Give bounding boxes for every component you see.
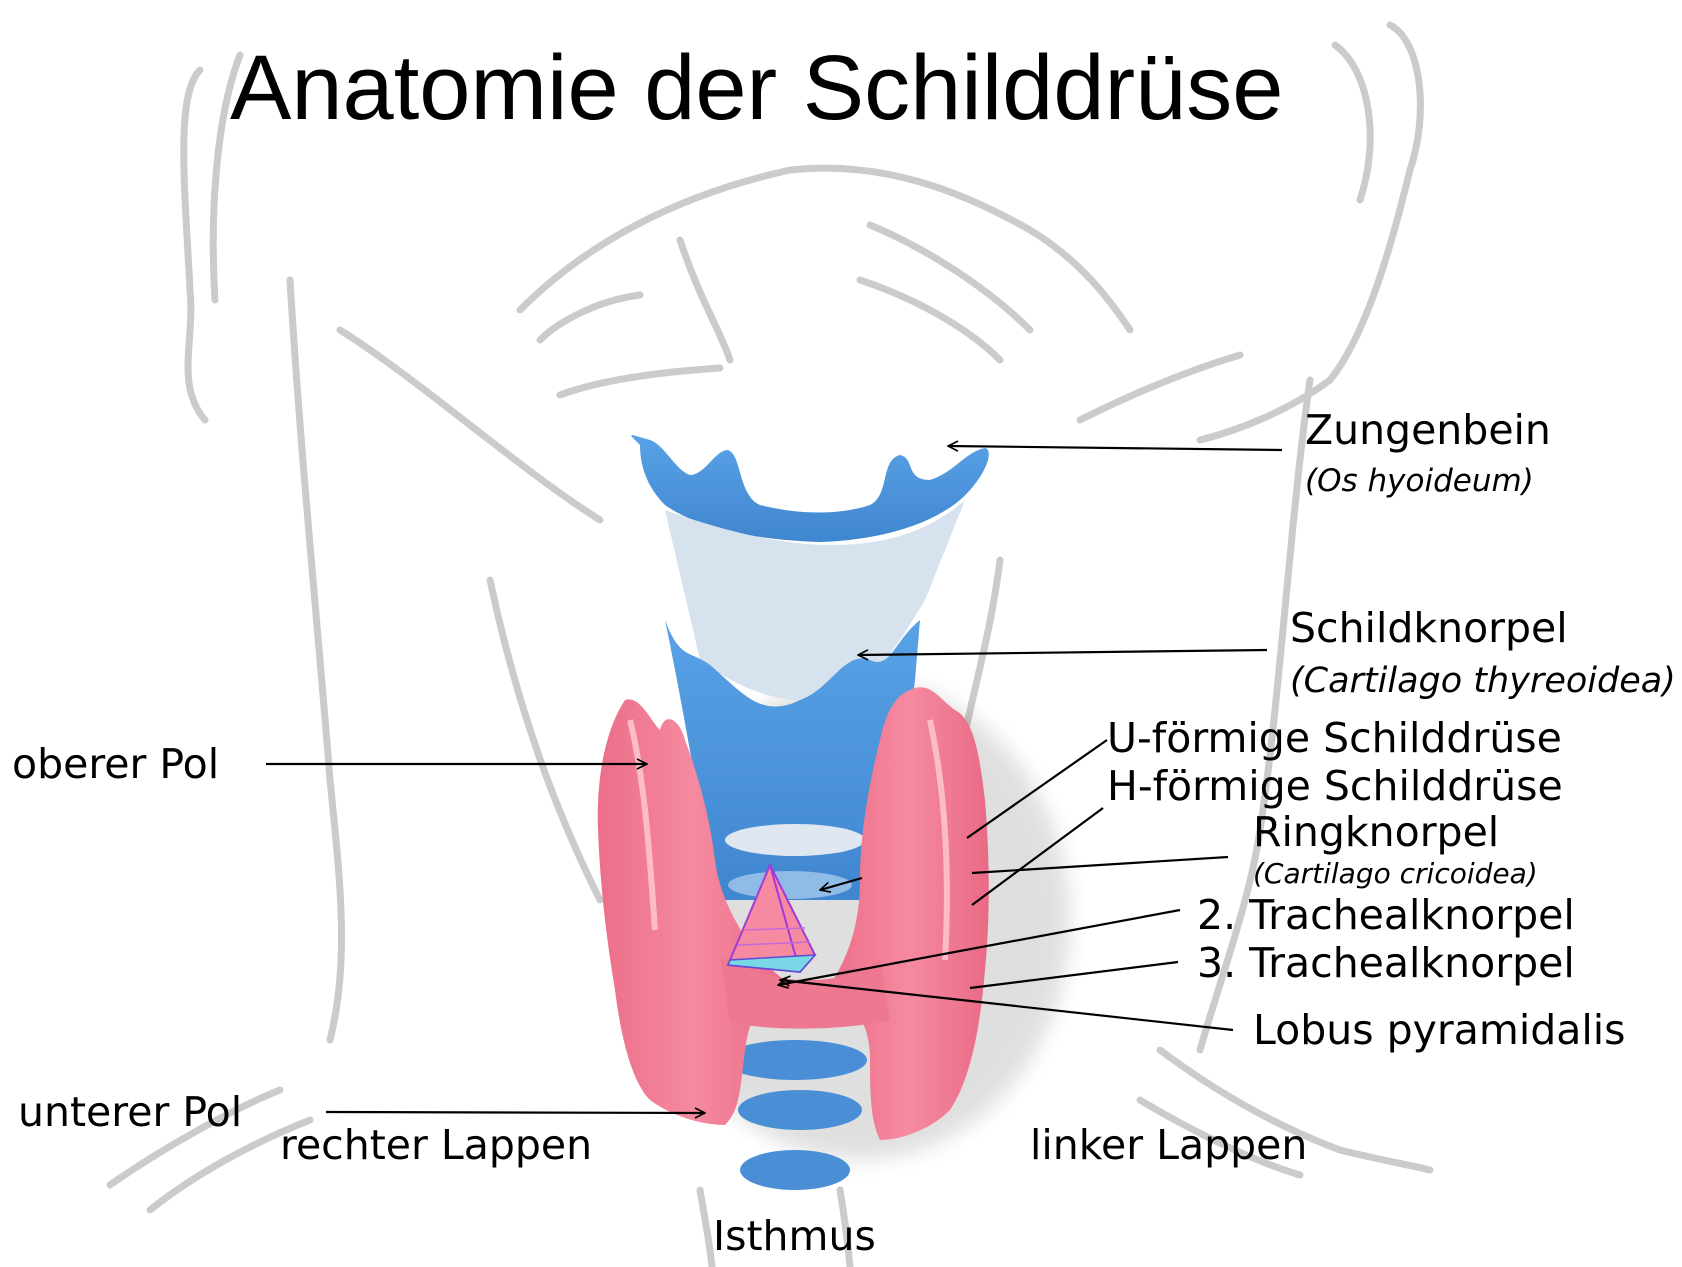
cricoid-cartilage [725, 824, 865, 856]
label-trachealknorpel-2: 2. Trachealknorpel [1197, 895, 1575, 936]
page-title: Anatomie der Schilddrüse [230, 42, 1283, 134]
label-ringknorpel: Ringknorpel [1253, 812, 1499, 853]
label-oberer-pol: oberer Pol [12, 744, 219, 785]
label-rechter-lappen: rechter Lappen [280, 1125, 592, 1166]
label-h-foermige-schilddruese: H-förmige Schilddrüse [1107, 766, 1563, 807]
label-schildknorpel-latin: (Cartilago thyreoidea) [1290, 664, 1676, 699]
label-ringknorpel-latin: (Cartilago cricoidea) [1253, 860, 1538, 888]
label-isthmus: Isthmus [713, 1216, 876, 1257]
arrow-unterer-pol [326, 1112, 705, 1113]
label-zungenbein-latin: (Os hyoideum) [1305, 466, 1534, 497]
arrow-zungenbein [948, 446, 1282, 450]
label-zungenbein: Zungenbein [1305, 410, 1551, 451]
label-u-foermige-schilddruese: U-förmige Schilddrüse [1107, 718, 1562, 759]
label-schildknorpel: Schildknorpel [1290, 608, 1568, 649]
arrow-schildknorpel [858, 650, 1267, 655]
label-linker-lappen: linker Lappen [1030, 1125, 1307, 1166]
label-lobus-pyramidalis: Lobus pyramidalis [1253, 1010, 1626, 1051]
label-unterer-pol: unterer Pol [18, 1092, 242, 1133]
label-trachealknorpel-3: 3. Trachealknorpel [1197, 943, 1575, 984]
